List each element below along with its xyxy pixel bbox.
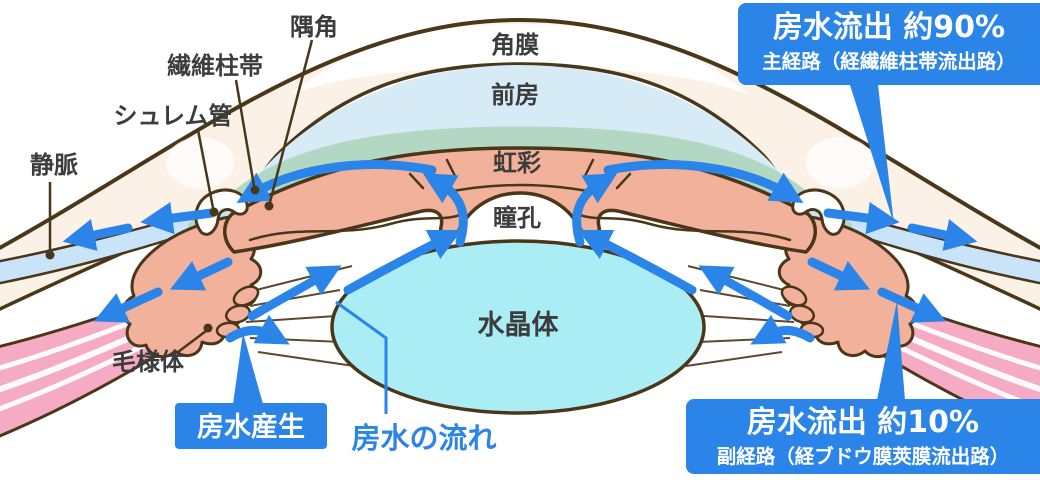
callout-box <box>686 399 1040 474</box>
callout-box <box>175 403 327 449</box>
flow-arrow <box>343 230 462 295</box>
aqueous-flow-arrows <box>62 160 468 345</box>
ciliary-processes <box>215 285 260 339</box>
schlemm-canal-shape <box>194 188 249 236</box>
label-vein: 静脈 <box>30 151 78 179</box>
callout-box <box>738 3 1040 85</box>
iris-shape <box>223 146 817 254</box>
callout-pointer <box>850 85 894 224</box>
flow-arrow <box>225 314 290 345</box>
leader-lines <box>45 39 314 353</box>
lens-shape <box>330 239 706 415</box>
flow-arrow <box>236 160 437 203</box>
callout-subtitle: 主経路（経繊維柱帯流出路） <box>762 50 1016 73</box>
callout-main-outflow: 房水流出 約90% 主経路（経繊維柱帯流出路） <box>738 3 1040 224</box>
cornea-shape <box>290 24 750 95</box>
label-trabecular-meshwork: 繊維柱帯 <box>167 52 263 80</box>
flow-arrow <box>140 202 217 235</box>
callout-aqueous-production: 房水産生 <box>175 333 327 449</box>
callout-title: 房水流出 約90% <box>773 10 1005 45</box>
flow-arrow <box>93 287 163 323</box>
label-angle: 隅角 <box>290 13 338 41</box>
label-ciliary-body: 毛様体 <box>112 348 185 376</box>
label-cornea: 角膜 <box>491 31 539 59</box>
callout-pointer <box>233 333 263 404</box>
callout-subtitle: 副経路（経ブドウ膜莢膜流出路） <box>717 445 1010 468</box>
production-label: 房水産生 <box>197 411 305 443</box>
label-lens: 水晶体 <box>478 310 560 341</box>
flow-label-leader <box>335 300 388 414</box>
callout-sub-outflow: 房水流出 約10% 副経路（経ブドウ膜莢膜流出路） <box>686 301 1040 474</box>
flow-arrow <box>169 257 233 291</box>
flow-arrow <box>422 173 468 247</box>
label-schlemm-canal: シュレム管 <box>113 102 232 130</box>
label-anterior-chamber: 前房 <box>491 81 539 109</box>
episclera-highlight <box>166 137 234 189</box>
callout-pointer <box>877 301 905 400</box>
label-pupil: 瞳孔 <box>493 204 541 232</box>
label-iris: 虹彩 <box>493 149 541 177</box>
label-aqueous-flow: 房水の流れ <box>351 421 496 455</box>
flow-arrow <box>62 219 133 251</box>
flow-arrow <box>247 265 342 321</box>
callout-title: 房水流出 約10% <box>747 405 979 440</box>
